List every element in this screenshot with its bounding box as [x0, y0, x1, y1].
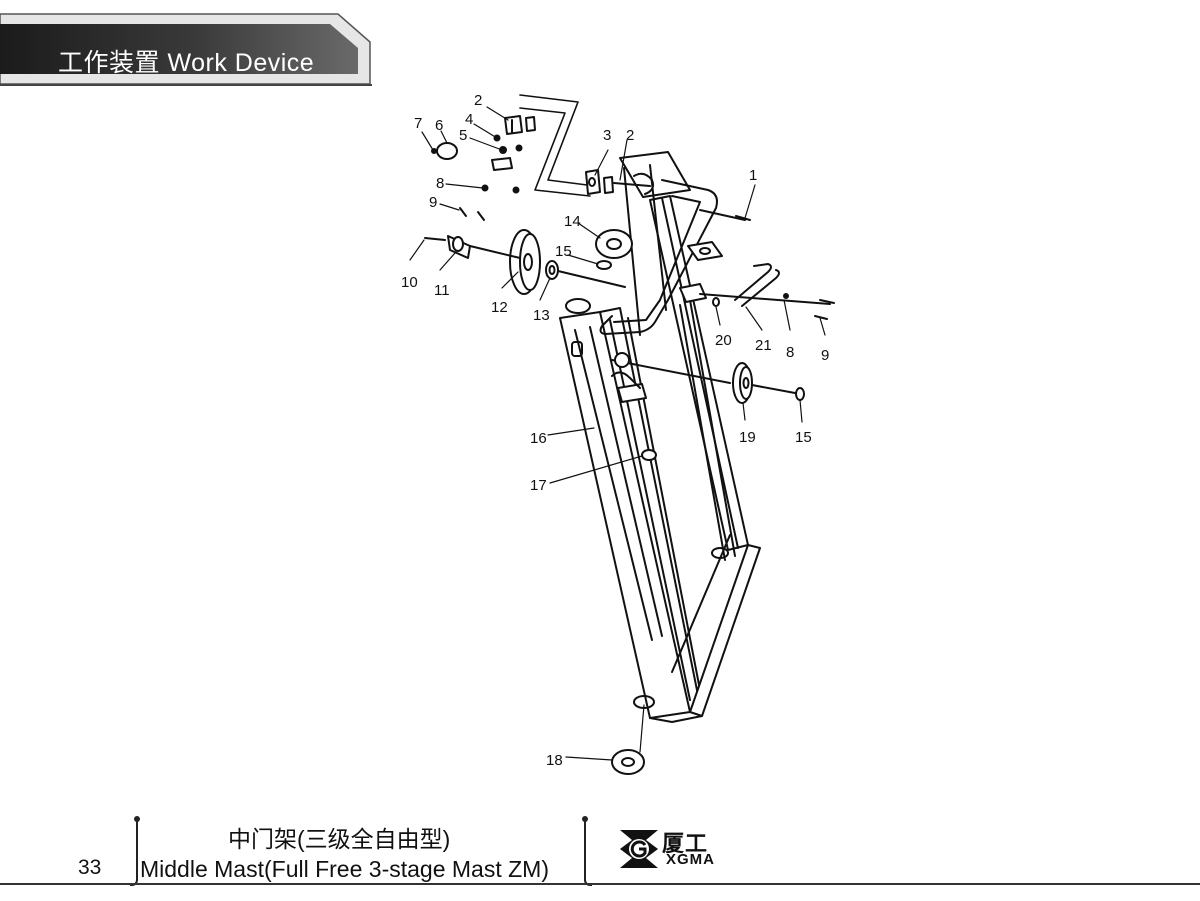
- callout-7: 7: [414, 115, 422, 132]
- callout-8-right: 8: [786, 344, 794, 361]
- chain-anchor-assembly: [431, 94, 751, 221]
- brand-name-chinese: 厦工: [662, 831, 709, 856]
- callout-5: 5: [459, 127, 467, 144]
- callout-9-right: 9: [821, 347, 829, 364]
- callout-16: 16: [530, 430, 547, 447]
- brand-name-english: XGMA: [666, 851, 715, 868]
- callout-21: 21: [755, 337, 772, 354]
- upper-roller-assembly: [595, 229, 633, 270]
- callout-14: 14: [564, 213, 581, 230]
- caption-bracket-right: [582, 816, 592, 886]
- header-divider: [0, 84, 372, 86]
- brand-logo: 厦工 XGMA: [620, 826, 760, 872]
- figure-caption-english: Middle Mast(Full Free 3-stage Mast ZM): [140, 856, 549, 882]
- callout-4: 4: [465, 111, 473, 128]
- lower-sheave-assembly: [614, 352, 805, 404]
- callout-19: 19: [739, 429, 756, 446]
- callout-labels: 1 2 2 3 4 5 6 7 8 8 9 9 10 11 12 13 14 1…: [401, 92, 829, 769]
- callout-1: 1: [749, 167, 757, 184]
- callout-8-left: 8: [436, 175, 444, 192]
- lower-roller-assembly: [611, 449, 657, 775]
- callout-9-left: 9: [429, 194, 437, 211]
- header-banner-shape: [0, 13, 371, 85]
- callout-15-upper: 15: [555, 243, 572, 260]
- callout-15-lower: 15: [795, 429, 812, 446]
- callout-13: 13: [533, 307, 550, 324]
- mast-frame: [559, 151, 761, 723]
- callout-12: 12: [491, 299, 508, 316]
- leader-lines: [409, 106, 826, 761]
- section-header: 工作装置 Work Device: [0, 12, 372, 85]
- callout-3: 3: [603, 127, 611, 144]
- callout-20: 20: [715, 332, 732, 349]
- figure-caption-chinese: 中门架(三级全自由型): [228, 826, 451, 852]
- callout-18: 18: [546, 752, 563, 769]
- page-title: 工作装置 Work Device: [58, 49, 315, 77]
- caption-bracket-left: [130, 816, 140, 886]
- footer-divider: [0, 883, 1200, 885]
- callout-10: 10: [401, 274, 418, 291]
- callout-2-right: 2: [626, 127, 634, 144]
- callout-2-top: 2: [474, 92, 482, 109]
- upper-sheave-assembly: [424, 229, 626, 295]
- callout-17: 17: [530, 477, 547, 494]
- xgma-logo-icon: [620, 830, 658, 868]
- u-bolt-assembly: [611, 263, 835, 384]
- callout-11: 11: [434, 282, 450, 299]
- callout-6: 6: [435, 117, 443, 134]
- page-number: 33: [78, 856, 102, 879]
